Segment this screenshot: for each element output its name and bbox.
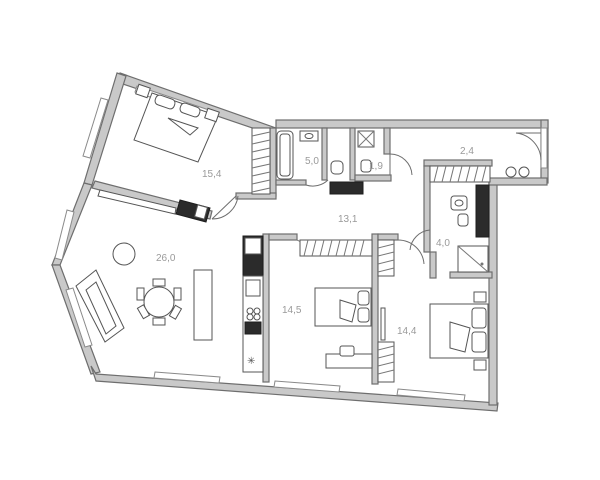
kitchen-island (193, 269, 213, 341)
chair-icon (136, 304, 151, 320)
window-living-bottom (153, 371, 221, 384)
pillow-icon (154, 94, 176, 110)
pillow-icon (471, 331, 487, 353)
fridge-door-icon (244, 237, 262, 255)
wall-wc-right (349, 127, 356, 181)
chair-icon (173, 287, 182, 301)
wall-bath1-bottom (275, 179, 307, 186)
desk-shelf (97, 189, 177, 215)
blanket-fold-icon (339, 299, 357, 323)
area-label-bathroom-2: 4,0 (436, 238, 450, 249)
pillow-icon (357, 290, 370, 306)
window-bedroom1-left (82, 97, 109, 159)
wall-top-right (275, 119, 549, 129)
wall-kitchen-bedroom2 (262, 233, 270, 383)
wall-right (488, 182, 498, 406)
window-balcony (540, 127, 548, 169)
hall-wardrobes (299, 165, 491, 383)
wall-bedroom3-top-left (377, 233, 399, 241)
area-labels: 15,4 5,0 1,9 2,4 26,0 13,1 4,0 14,5 14,4 (156, 146, 474, 337)
window-living-left (54, 209, 75, 261)
outer-walls (51, 72, 549, 412)
sofa-cushion-icon (85, 281, 117, 335)
nightstand-icon (204, 107, 220, 123)
chair-icon (152, 317, 166, 326)
wall-bath2-bottom (449, 271, 493, 279)
door-wc (389, 153, 413, 176)
wardrobe-bedroom3-top (377, 239, 395, 277)
area-label-bedroom-2: 14,5 (282, 305, 302, 316)
plant-icon (112, 242, 136, 266)
wall-bath1-wc (321, 127, 328, 181)
area-label-bedroom-1: 15,4 (202, 169, 222, 180)
wall-wc-balcony (383, 127, 391, 155)
door-bath2 (409, 229, 431, 251)
wall-bath2-top (423, 159, 493, 167)
area-label-hall: 13,1 (338, 214, 358, 225)
doors (211, 132, 542, 265)
desk-chair-icon (339, 345, 355, 357)
wall-balcony-bottom (488, 177, 548, 186)
hob-burner-icon (253, 307, 261, 315)
cabinet-dark (475, 184, 490, 238)
wall-bedroom1-left (83, 72, 127, 186)
chair-icon (152, 278, 166, 287)
window-living-left-lower (65, 287, 93, 348)
pillow-icon (179, 102, 201, 118)
bathroom2-fixtures (450, 184, 490, 273)
blanket-fold-icon (167, 117, 199, 136)
dishwasher-icon: ✳ (247, 356, 255, 367)
area-label-living-kitchen: 26,0 (156, 253, 176, 264)
nightstand-icon (473, 291, 487, 303)
living-furniture: ✳ (75, 235, 264, 373)
oven-icon (244, 321, 262, 335)
area-label-bathroom-1: 5,0 (305, 156, 319, 167)
wall-wc-bottom (354, 174, 392, 182)
toilet-icon (457, 213, 469, 227)
bedroom1-furniture (97, 83, 271, 223)
area-label-bedroom-3: 14,4 (397, 326, 417, 337)
chair-icon (136, 287, 145, 301)
hob-burner-icon (246, 307, 254, 315)
bedroom2-furniture (314, 287, 373, 369)
toilet-icon (330, 160, 344, 175)
toilet-icon (360, 159, 372, 173)
bedroom3-furniture (380, 291, 489, 371)
wall-bath2-left (423, 165, 431, 253)
balcony-furniture (505, 166, 530, 178)
door-bedroom3 (397, 239, 425, 265)
wardrobe-bedroom2 (299, 239, 373, 257)
wall-bedroom3-top-right (429, 251, 437, 279)
chair-icon (168, 304, 183, 320)
blanket-fold-icon (449, 321, 471, 353)
door-bath1 (305, 179, 329, 187)
nightstand-icon (473, 359, 487, 371)
hob-burner-icon (246, 313, 254, 321)
window-bedroom2-bottom (273, 380, 341, 393)
nightstand-icon (135, 83, 151, 99)
wardrobe-bedroom1 (251, 127, 271, 195)
hob-burner-icon (253, 313, 261, 321)
pillow-icon (471, 307, 487, 329)
stool-icon (505, 166, 517, 178)
sink-icon (245, 279, 261, 297)
bathroom1-fixtures (276, 130, 375, 195)
washing-machine (329, 181, 364, 195)
door-balcony (515, 132, 542, 161)
wall-bedroom1-right (269, 127, 277, 197)
area-label-wc: 1,9 (369, 161, 383, 172)
area-label-balcony: 2,4 (460, 146, 474, 157)
dining-table-icon (143, 286, 175, 318)
drawer-icon (194, 204, 208, 220)
window-bedroom3-bottom (396, 388, 466, 402)
stool-icon (518, 166, 530, 178)
pillow-icon (357, 307, 370, 323)
mirror-icon (380, 307, 386, 341)
wall-bedroom2-top-left (268, 233, 298, 241)
wall-bedroom2-bedroom3 (371, 233, 379, 385)
door-bedroom1 (211, 195, 239, 220)
